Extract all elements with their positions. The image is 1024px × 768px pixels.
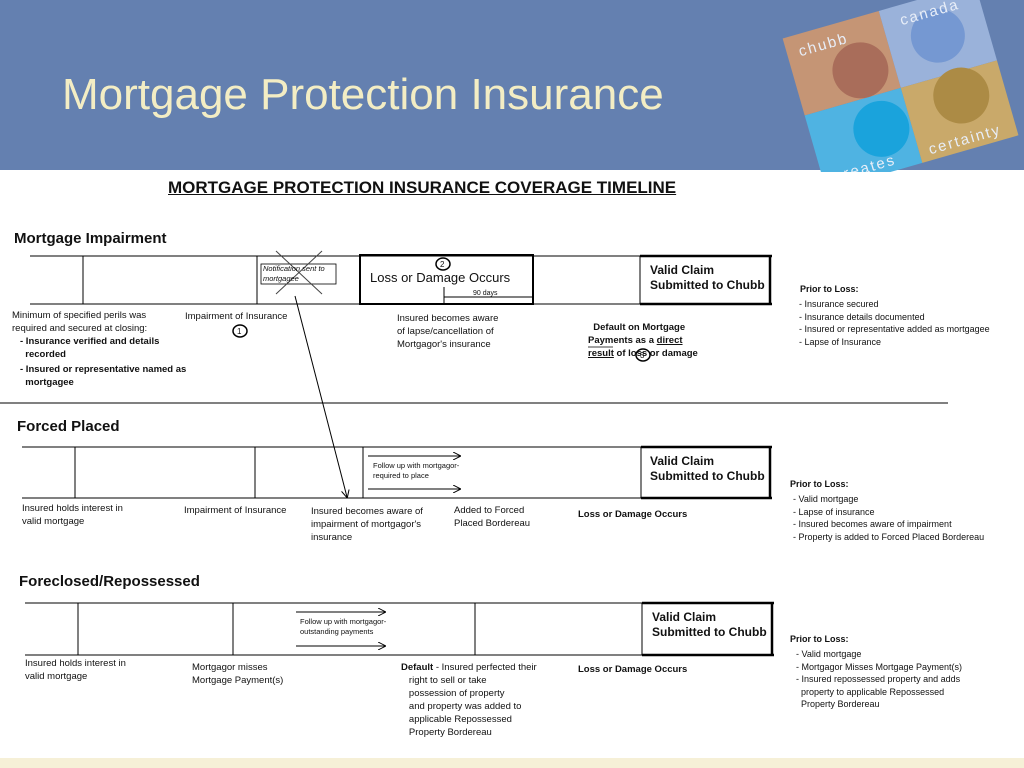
- default-mortgage-text: Default on Mortgage Payments as a direct…: [588, 308, 698, 360]
- impairment-of-insurance-label: Impairment of Insurance: [185, 311, 288, 322]
- valid-claim-foreclosed: Valid Claim Submitted to Chubb: [652, 610, 767, 639]
- loss-damage-box: [359, 254, 534, 305]
- diagram-title: MORTGAGE PROTECTION INSURANCE COVERAGE T…: [168, 178, 677, 197]
- foreclosed-follow-up-label: Follow up with mortgagor- outstanding pa…: [300, 617, 387, 636]
- notification-label: Notification sent to mortgagee: [263, 264, 325, 283]
- foreclosed-default-text: Default - Insured perfected their right …: [401, 661, 537, 739]
- added-bordereau-text: Added to Forced Placed Bordereau: [454, 505, 531, 529]
- forced-loss-label: Loss or Damage Occurs: [578, 509, 688, 520]
- forced-impairment-label: Impairment of Insurance: [184, 505, 287, 516]
- valid-claim-impairment: Valid Claim Submitted to Chubb: [650, 263, 765, 292]
- chubb-logo: chubb canada creates certainty: [782, 0, 1019, 172]
- prior-to-loss-title-foreclosed: Prior to Loss:: [790, 634, 849, 644]
- slide-title: Mortgage Protection Insurance: [62, 70, 664, 119]
- section-title-forced-placed: Forced Placed: [17, 418, 120, 435]
- loss-damage-label: Loss or Damage Occurs: [370, 270, 511, 285]
- default-text-pre: Default on Mortgage Payments as a: [588, 322, 686, 346]
- forced-holds-interest-text: Insured holds interest in valid mortgage: [22, 503, 123, 527]
- foreclosed-holds-interest-text: Insured holds interest in valid mortgage: [25, 658, 126, 682]
- prior-to-loss-list-impairment: - Insurance secured - Insurance details …: [799, 299, 990, 347]
- prior-to-loss-title-impairment: Prior to Loss:: [800, 284, 859, 294]
- default-label: Default: [401, 662, 434, 673]
- marker-3-label: 3: [640, 351, 645, 360]
- footer-strip: [0, 758, 1024, 768]
- min-perils-text: Minimum of specified perils was required…: [12, 310, 148, 334]
- impairment-to-forced-arrow: [294, 295, 347, 497]
- section-title-impairment: Mortgage Impairment: [14, 230, 167, 247]
- marker-1: [232, 324, 248, 338]
- forced-follow-up-label: Follow up with mortgagor- required to pl…: [373, 461, 460, 480]
- prior-to-loss-title-forced: Prior to Loss:: [790, 479, 849, 489]
- cross-out-line: [275, 250, 323, 295]
- marker-3: [635, 348, 651, 362]
- impairment-bullet-1: - Insurance verified and details recorde…: [20, 336, 160, 360]
- impairment-bullet-2: - Insured or representative named as mor…: [20, 364, 187, 388]
- section-title-foreclosed: Foreclosed/Repossessed: [19, 573, 200, 590]
- notification-box: [260, 263, 337, 285]
- foreclosed-loss-label: Loss or Damage Occurs: [578, 664, 688, 675]
- default-text-direct: direct: [656, 335, 683, 346]
- prior-to-loss-list-forced: - Valid mortgage - Lapse of insurance - …: [793, 494, 985, 542]
- default-text-post: of loss or damage: [613, 348, 698, 359]
- default-text-result: result: [588, 348, 614, 359]
- default-description: - Insured perfected their right to sell …: [408, 662, 537, 738]
- prior-to-loss-list-foreclosed: - Valid mortgage - Mortgagor Misses Mort…: [796, 649, 963, 709]
- marker-1-label: 1: [237, 327, 242, 336]
- insured-aware-text: Insured becomes aware of lapse/cancellat…: [397, 313, 499, 350]
- valid-claim-forced: Valid Claim Submitted to Chubb: [650, 454, 765, 483]
- forced-aware-text: Insured becomes aware of impairment of m…: [311, 506, 423, 543]
- mortgagor-misses-text: Mortgagor misses Mortgage Payment(s): [192, 662, 284, 686]
- marker-2: [435, 257, 451, 271]
- days-label: 90 days: [473, 290, 498, 297]
- marker-2-label: 2: [440, 260, 445, 269]
